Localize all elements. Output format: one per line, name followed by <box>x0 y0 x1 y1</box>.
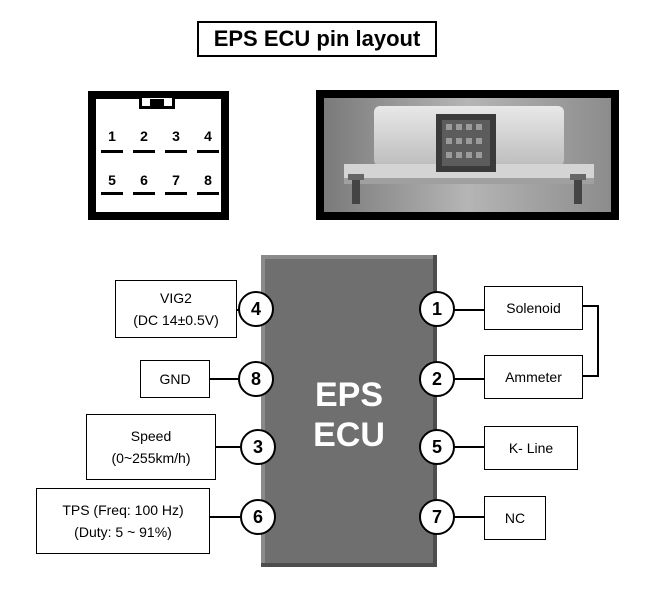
signal-label: TPS (Freq: 100 Hz) <box>62 502 184 518</box>
ecu-chip-label: EPS ECU <box>261 375 437 455</box>
connector-pin-label: 8 <box>204 172 212 188</box>
connector-pin-bar <box>197 192 219 195</box>
signal-label: NC <box>504 510 526 526</box>
signal-label: Speed <box>130 428 172 444</box>
pin-circle: 1 <box>419 291 455 327</box>
ecu-photo <box>324 98 611 212</box>
connector-pin-label: 3 <box>172 128 180 144</box>
connector-pin-label: 4 <box>204 128 212 144</box>
connector-pin-bar <box>101 192 123 195</box>
connector-pin-label: 2 <box>140 128 148 144</box>
signal-spec: (DC 14±0.5V) <box>133 312 219 328</box>
connector-pin-label: 5 <box>108 172 116 188</box>
signal-spec: (Duty: 5 ~ 91%) <box>74 524 172 540</box>
signal-box-ammeter: Ammeter <box>484 355 583 399</box>
pin-circle: 8 <box>238 361 274 397</box>
connector-pin-bar <box>101 150 123 153</box>
pin-circle: 6 <box>240 499 276 535</box>
signal-box-speed: Speed (0~255km/h) <box>86 414 216 480</box>
connector-pin-bar <box>165 150 187 153</box>
connector-pin-label: 1 <box>108 128 116 144</box>
ecu-chip-label-line1: EPS <box>314 376 384 414</box>
signal-spec: (0~255km/h) <box>111 450 191 466</box>
connector-pin-bar <box>133 150 155 153</box>
signal-label: GND <box>159 371 191 387</box>
signal-label: Solenoid <box>506 300 561 316</box>
pin-circle: 3 <box>240 429 276 465</box>
pin-circle: 7 <box>419 499 455 535</box>
signal-label: K- Line <box>508 440 554 456</box>
connector-pin-bar <box>133 192 155 195</box>
pin-circle: 4 <box>238 291 274 327</box>
connector-pin-label: 6 <box>140 172 148 188</box>
signal-box-tps: TPS (Freq: 100 Hz) (Duty: 5 ~ 91%) <box>36 488 210 554</box>
signal-label: Ammeter <box>505 369 562 385</box>
ecu-chip-label-line2: ECU <box>313 416 385 454</box>
ecu-chip <box>261 255 437 567</box>
connector-pin-label: 7 <box>172 172 180 188</box>
pin-circle: 2 <box>419 361 455 397</box>
pin-circle: 5 <box>419 429 455 465</box>
connector-pin-bar <box>197 150 219 153</box>
signal-box-kline: K- Line <box>484 426 578 470</box>
page-title: EPS ECU pin layout <box>197 21 437 57</box>
connector-latch-key <box>150 99 164 109</box>
signal-label: VIG2 <box>160 290 192 306</box>
signal-box-nc: NC <box>484 496 546 540</box>
connector-pin-bar <box>165 192 187 195</box>
signal-box-gnd: GND <box>140 360 210 398</box>
signal-box-vig2: VIG2 (DC 14±0.5V) <box>115 280 237 338</box>
signal-box-solenoid: Solenoid <box>484 286 583 330</box>
